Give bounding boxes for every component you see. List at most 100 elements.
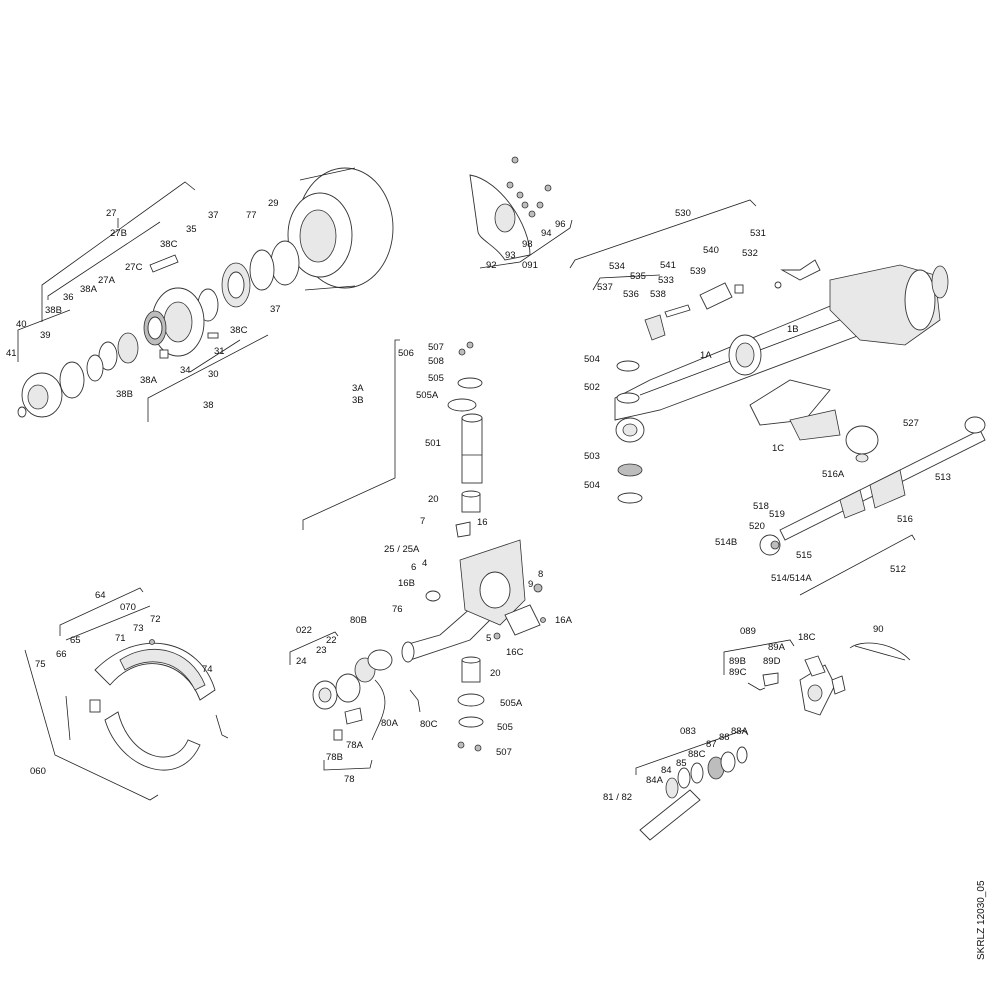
label-16: 16 <box>477 517 488 528</box>
label-3b: 3B <box>352 395 364 406</box>
label-503: 503 <box>584 451 600 462</box>
cap-505-bottom <box>458 716 484 728</box>
label-518: 518 <box>753 501 769 512</box>
bracket-534 <box>592 274 661 291</box>
label-540: 540 <box>703 245 719 256</box>
label-89d: 89D <box>763 656 781 667</box>
label-18c: 18C <box>798 632 816 643</box>
label-505b: 505 <box>497 722 513 733</box>
label-520: 520 <box>749 521 765 532</box>
label-89c: 89C <box>729 667 747 678</box>
label-71: 71 <box>115 633 126 644</box>
spring-75 <box>65 695 71 741</box>
ring-39 <box>59 361 85 399</box>
label-35: 35 <box>186 224 197 235</box>
label-089: 089 <box>740 626 756 637</box>
label-98: 98 <box>522 239 533 250</box>
label-20a: 20 <box>428 494 439 505</box>
label-66: 66 <box>56 649 67 660</box>
bracket-64 <box>59 587 144 636</box>
label-531: 531 <box>750 228 766 239</box>
label-8: 8 <box>538 569 543 580</box>
spring-90 <box>849 642 911 661</box>
pin-89b <box>747 682 766 691</box>
bracket-3a <box>302 339 400 530</box>
label-1a: 1A <box>700 350 712 361</box>
part-18c <box>831 675 846 695</box>
label-512: 512 <box>890 564 906 575</box>
label-38b: 38B <box>45 305 62 316</box>
label-508: 508 <box>428 356 444 367</box>
bracket-40 <box>17 309 71 362</box>
label-533: 533 <box>658 275 674 286</box>
label-514: 514/514A <box>771 573 812 584</box>
label-38b-2: 38B <box>116 389 133 400</box>
brake-drum <box>287 167 394 291</box>
label-40: 40 <box>16 319 27 330</box>
label-87: 87 <box>706 739 717 750</box>
label-88c: 88C <box>688 749 706 760</box>
gasket-505a-bottom <box>457 693 485 707</box>
label-88a: 88A <box>731 726 749 737</box>
label-6: 6 <box>411 562 416 573</box>
ring-502 <box>616 392 640 404</box>
bracket-512 <box>799 534 916 596</box>
nut-540 <box>734 284 744 294</box>
label-80c: 80C <box>420 719 438 730</box>
label-89a: 89A <box>768 642 786 653</box>
label-516a: 516A <box>822 469 845 480</box>
bracket-022 <box>289 631 339 665</box>
label-73: 73 <box>133 623 144 634</box>
seal-503 <box>617 463 643 477</box>
brake-shoe-lower <box>104 711 201 771</box>
label-1b: 1B <box>787 324 799 335</box>
ring-77 <box>270 240 300 286</box>
label-537: 537 <box>597 282 613 293</box>
label-507b: 507 <box>496 747 512 758</box>
label-534: 534 <box>609 261 625 272</box>
label-37b: 37 <box>270 304 281 315</box>
label-022: 022 <box>296 625 312 636</box>
label-77: 77 <box>246 210 257 221</box>
label-34: 34 <box>180 365 191 376</box>
label-27a: 27A <box>98 275 116 286</box>
label-519: 519 <box>769 509 785 520</box>
label-38c-b: 38C <box>230 325 248 336</box>
label-85: 85 <box>676 758 687 769</box>
bracket-089 <box>723 639 795 675</box>
label-84a: 84A <box>646 775 664 786</box>
label-20b: 20 <box>490 668 501 679</box>
label-4: 4 <box>422 558 427 569</box>
gaiter-527 <box>845 425 879 455</box>
hub-drum-group: 27 27B 27C 27A 29 77 37 38C 35 36 38A 38… <box>6 167 394 422</box>
label-31: 31 <box>214 346 225 357</box>
bracket-530 <box>569 199 757 269</box>
seal-37 <box>249 249 275 291</box>
tie-rod-group: 527 516A 513 516 518 519 520 514B 515 51… <box>715 416 986 596</box>
sensor-78a <box>344 707 363 725</box>
label-38: 38 <box>203 400 214 411</box>
rivet-73 <box>149 639 155 645</box>
label-060: 060 <box>30 766 46 777</box>
label-94: 94 <box>541 228 552 239</box>
ring-88 <box>720 751 736 773</box>
label-84: 84 <box>661 765 672 776</box>
label-538: 538 <box>650 289 666 300</box>
label-070: 070 <box>120 602 136 613</box>
ring-504-bottom <box>617 492 643 504</box>
label-80b: 80B <box>350 615 367 626</box>
king-pin-501 <box>461 417 483 484</box>
washer-23 <box>335 673 361 703</box>
label-16c: 16C <box>506 647 524 658</box>
ring-85 <box>690 762 704 784</box>
label-92: 92 <box>486 260 497 271</box>
label-513: 513 <box>935 472 951 483</box>
label-505a-bottom: 505A <box>500 698 523 709</box>
label-530: 530 <box>675 208 691 219</box>
label-27b: 27B <box>110 228 127 239</box>
part-27c <box>149 254 179 273</box>
label-29: 29 <box>268 198 279 209</box>
label-504b: 504 <box>584 480 600 491</box>
label-7: 7 <box>420 516 425 527</box>
